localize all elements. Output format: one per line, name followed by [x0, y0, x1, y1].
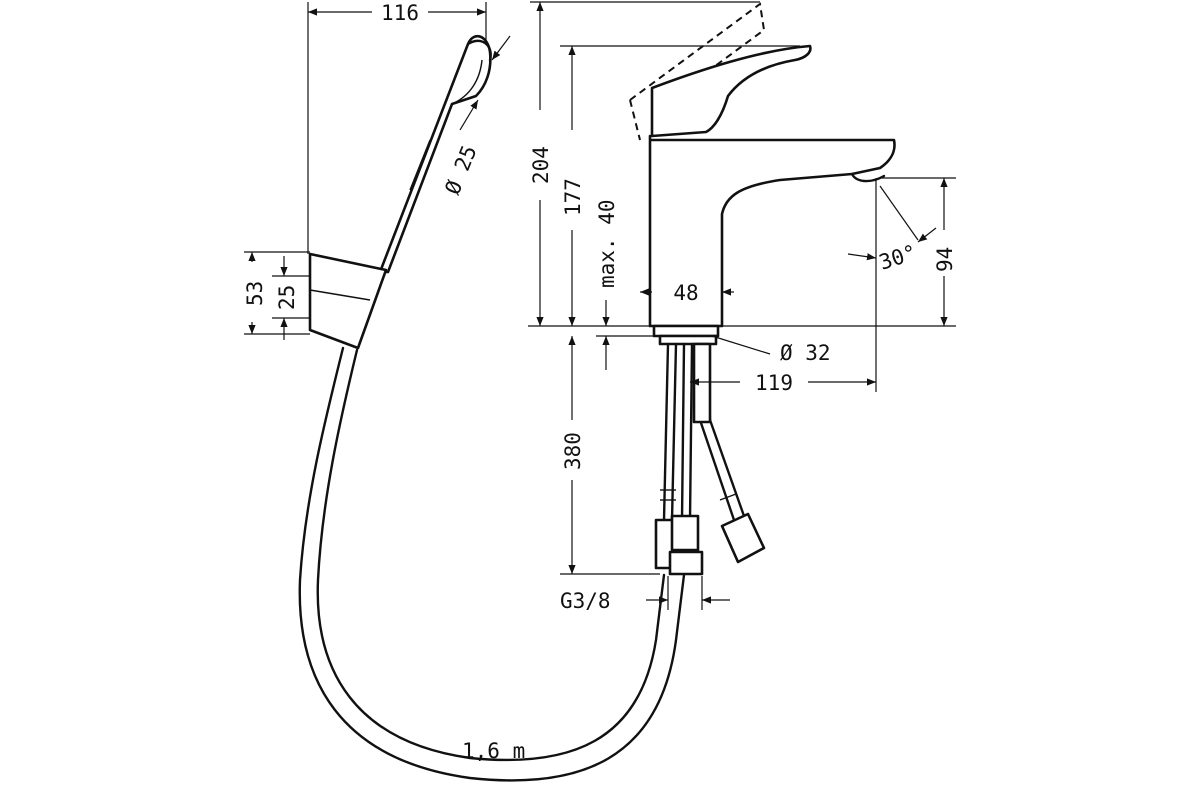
- label-119: 119: [755, 371, 793, 395]
- hose: [298, 346, 686, 782]
- label-53: 53: [243, 281, 267, 306]
- label-30-degrees: 30°: [876, 240, 919, 275]
- label-177: 177: [561, 178, 585, 216]
- label-116: 116: [381, 1, 419, 25]
- supply-hoses: [654, 342, 766, 576]
- wall-holder: [308, 252, 388, 350]
- dimension-lines: [244, 1, 956, 610]
- label-25: 25: [275, 285, 299, 310]
- label-1-6-m: 1,6 m: [462, 739, 525, 763]
- label-diameter-25: Ø 25: [440, 142, 481, 198]
- label-diameter-32: Ø 32: [780, 341, 831, 365]
- label-48: 48: [673, 281, 698, 305]
- dimension-labels: 116 Ø 25 53 25 204 177 max. 40 48 Ø 32 1…: [243, 1, 957, 763]
- label-g3-8: G3/8: [560, 589, 611, 613]
- label-max-40: max. 40: [595, 199, 619, 288]
- label-380: 380: [561, 432, 585, 470]
- label-94: 94: [933, 247, 957, 272]
- hand-shower: [378, 34, 492, 274]
- label-204: 204: [529, 146, 553, 184]
